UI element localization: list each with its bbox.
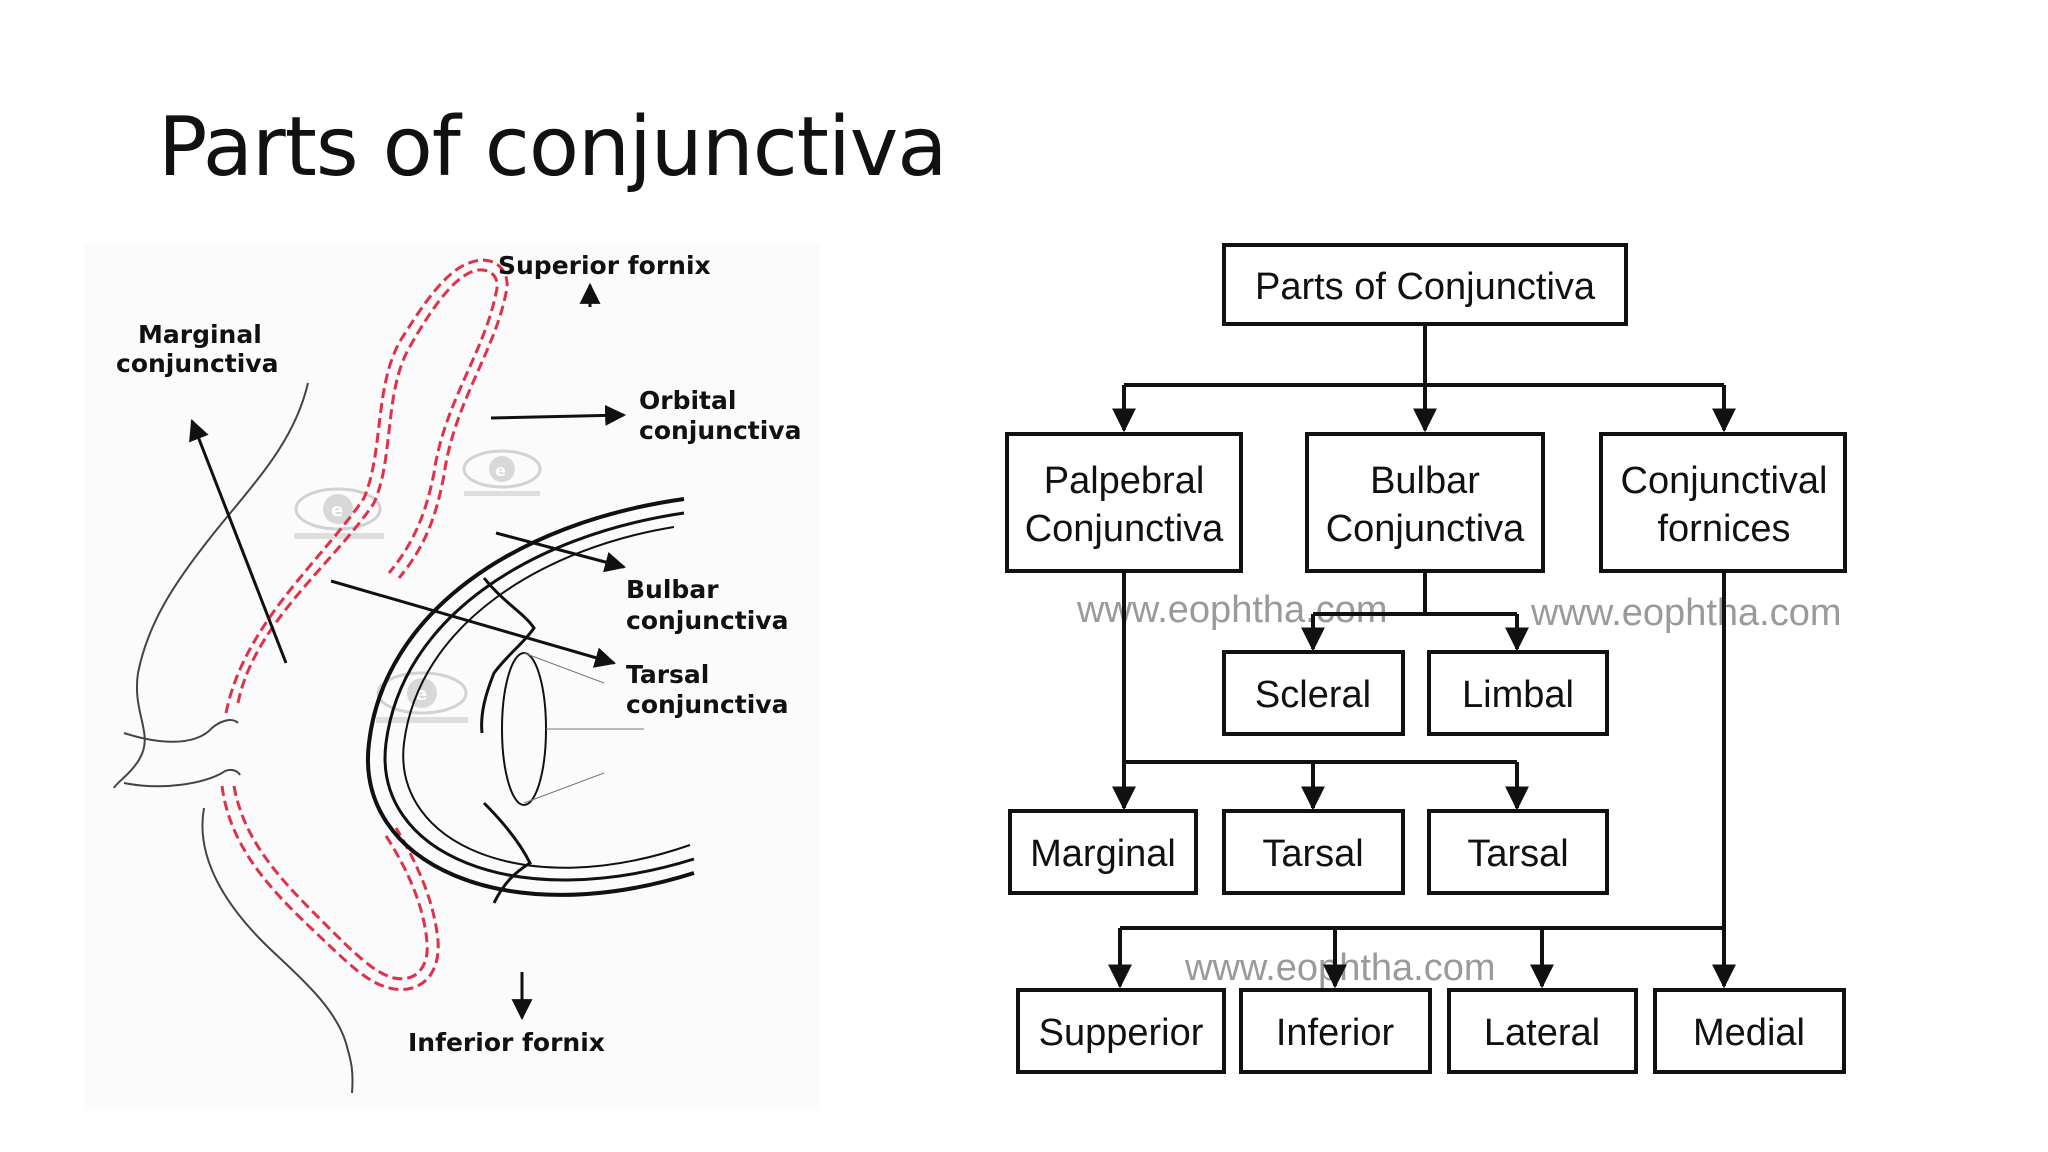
node-box-medial <box>1653 988 1846 1074</box>
label-orbital: Orbital <box>639 386 736 415</box>
node-box-root <box>1222 243 1628 326</box>
skin-outline <box>123 719 239 743</box>
marginal-arrow <box>189 419 288 664</box>
label-tarsal-2: conjunctiva <box>626 690 788 719</box>
node-tarsal-b: Tarsal <box>1467 833 1568 875</box>
ciliary-fibers <box>523 652 644 804</box>
label-bulbar: Bulbar <box>626 575 719 604</box>
node-box-inferior <box>1239 988 1432 1074</box>
node-palpebral: Palpebral <box>1044 460 1205 502</box>
node-box-scleral <box>1222 650 1405 736</box>
conjunctiva-anatomy-diagram: e e e Superior fornix Marginal <box>113 251 801 1094</box>
watermark-text: www.eophtha.com <box>1184 947 1496 989</box>
tarsal-arrow <box>330 579 617 668</box>
lower-conjunctiva-line <box>220 785 440 991</box>
watermark-eye-icon: e <box>294 487 384 539</box>
node-box-limbal <box>1427 650 1609 736</box>
label-orbital-2: conjunctiva <box>639 416 801 445</box>
sclera-inner-arc <box>383 511 695 882</box>
cornea-arc <box>402 526 691 869</box>
anatomy-illustration-panel <box>84 243 820 1111</box>
node-scleral: Scleral <box>1255 674 1371 716</box>
node-supperior: Supperior <box>1039 1012 1204 1054</box>
node-box-tarsal-a <box>1222 809 1405 895</box>
node-medial: Medial <box>1693 1012 1805 1054</box>
node-box-bulbar <box>1305 432 1545 573</box>
orbital-arrow <box>490 404 627 426</box>
label-superior-fornix: Superior fornix <box>498 251 711 280</box>
skin-outline <box>113 382 309 789</box>
label-inferior-fornix: Inferior fornix <box>408 1028 605 1057</box>
svg-text:e: e <box>331 500 343 521</box>
svg-text:e: e <box>495 461 506 480</box>
node-bulbar: Bulbar <box>1370 460 1480 502</box>
label-marginal-2: conjunctiva <box>116 349 278 378</box>
flowchart-connectors <box>1108 324 1736 989</box>
node-bulbar-2: Conjunctiva <box>1326 508 1525 550</box>
node-lateral: Lateral <box>1484 1012 1600 1054</box>
node-tarsal-a: Tarsal <box>1262 833 1363 875</box>
node-fornices-2: fornices <box>1657 508 1790 550</box>
node-palpebral-2: Conjunctiva <box>1025 508 1224 550</box>
slide-title: Parts of conjunctiva <box>158 100 948 195</box>
label-tarsal: Tarsal <box>626 660 709 689</box>
watermark-eye-icon: e <box>462 449 542 496</box>
node-fornices: Conjunctival <box>1621 460 1828 502</box>
node-box-fornices <box>1599 432 1847 573</box>
bulbar-arrow <box>495 531 627 573</box>
node-box-supperior <box>1016 988 1226 1074</box>
iris-lower <box>482 801 532 904</box>
node-root: Parts of Conjunctiva <box>1255 266 1596 308</box>
node-limbal: Limbal <box>1462 674 1574 716</box>
watermark-text: www.eophtha.com <box>1530 592 1842 634</box>
watermark-text: www.eophtha.com <box>1076 589 1388 631</box>
skin-outline <box>201 807 354 1094</box>
iris-upper <box>480 577 536 734</box>
node-marginal: Marginal <box>1030 833 1176 875</box>
node-inferior: Inferior <box>1276 1012 1395 1054</box>
node-box-tarsal-b <box>1427 809 1609 895</box>
node-box-palpebral <box>1005 432 1243 573</box>
label-bulbar-2: conjunctiva <box>626 606 788 635</box>
node-box-lateral <box>1447 988 1638 1074</box>
node-box-marginal <box>1008 809 1198 895</box>
upper-conjunctiva-line <box>224 258 509 714</box>
label-marginal: Marginal <box>138 320 262 349</box>
skin-outline <box>123 768 241 788</box>
